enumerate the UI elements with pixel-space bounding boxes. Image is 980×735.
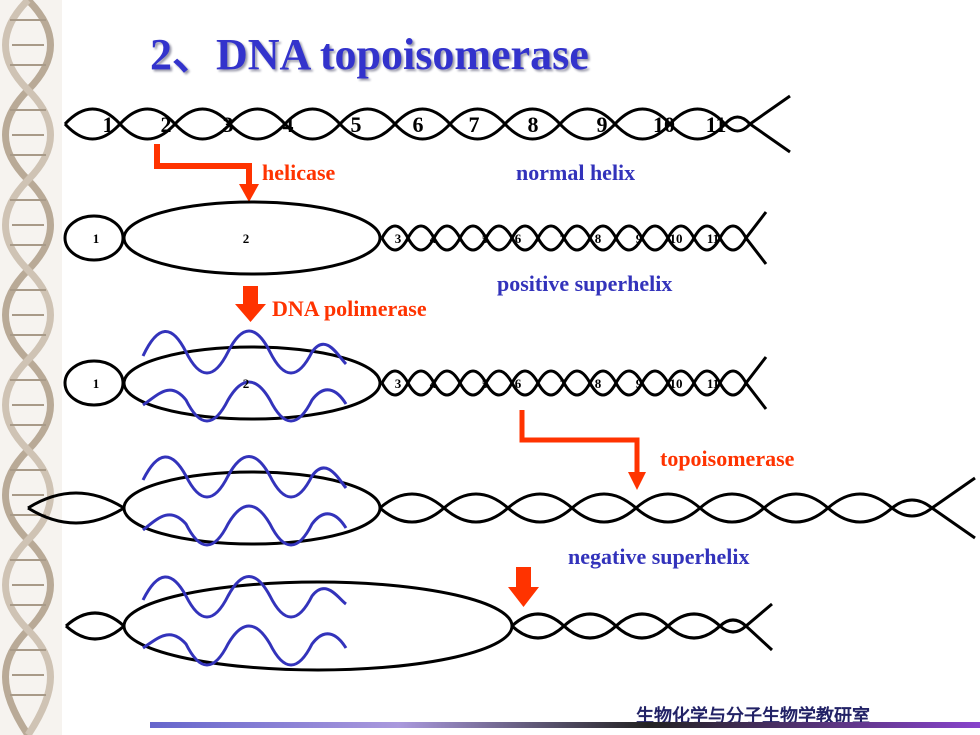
- helix-number: 3: [395, 231, 402, 246]
- helix-number: 4: [283, 112, 294, 137]
- topoisomerase-arrow: [519, 410, 646, 490]
- helicase-label: helicase: [262, 160, 336, 185]
- helix-number: 2: [161, 112, 172, 137]
- helix-number: 10: [670, 231, 683, 246]
- dna-polimerase-label: DNA polimerase: [272, 296, 427, 321]
- helix-number: 2: [243, 231, 250, 246]
- normal-helix-label: normal helix: [516, 160, 636, 185]
- positive-superhelix-row: [63, 200, 768, 276]
- helix-number: 6: [413, 112, 424, 137]
- helix-number: 3: [223, 112, 234, 137]
- helix-number: 7: [469, 112, 480, 137]
- helix-number: 5: [482, 376, 489, 391]
- helix-number: 8: [595, 376, 602, 391]
- dna-polimerase-arrow: [235, 286, 266, 322]
- negative-superhelix-row: [27, 470, 976, 546]
- replication-numbers: 1 2 3 4 5 6 7 8 9 10 11: [93, 376, 719, 391]
- helix-number: 10: [653, 112, 675, 137]
- helix-number: 4: [430, 376, 437, 391]
- helix-number: 11: [707, 231, 719, 246]
- helix-number: 7: [560, 376, 567, 391]
- helix-number: 1: [93, 231, 100, 246]
- helix-number: 2: [243, 376, 250, 391]
- helix-number: 8: [528, 112, 539, 137]
- helix-number: 10: [670, 376, 683, 391]
- negative-superhelix-label: negative superhelix: [568, 544, 750, 569]
- replication-new-strands: [141, 329, 348, 423]
- helix-number: 9: [597, 112, 608, 137]
- normal-helix-numbers: 1 2 3 4 5 6 7 8 9 10 11: [103, 112, 727, 137]
- footer-bar: [150, 722, 980, 728]
- replication-row: [63, 345, 768, 421]
- relaxed-row: [64, 580, 774, 672]
- helicase-arrow: [154, 144, 259, 202]
- topoisomerase-label: topoisomerase: [660, 446, 795, 471]
- helix-number: 6: [515, 231, 522, 246]
- helix-number: 5: [351, 112, 362, 137]
- helix-number: 4: [430, 231, 437, 246]
- helix-number: 6: [515, 376, 522, 391]
- positive-superhelix-label: positive superhelix: [497, 271, 673, 296]
- final-step-arrow: [508, 567, 539, 607]
- relaxed-new-strands: [141, 575, 348, 667]
- slide-title: 2、DNA topoisomerase: [150, 30, 589, 79]
- positive-superhelix-numbers: 1 2 3 4 5 6 7 8 9 10 11: [93, 231, 719, 246]
- helix-number: 1: [93, 376, 100, 391]
- helix-number: 11: [707, 376, 719, 391]
- helix-number: 1: [103, 112, 114, 137]
- normal-helix-row: [63, 94, 791, 154]
- footer-department: 生物化学与分子生物学教研室: [636, 706, 870, 727]
- helix-number: 9: [636, 376, 643, 391]
- helix-number: 7: [560, 231, 567, 246]
- helix-number: 3: [395, 376, 402, 391]
- helix-number: 11: [706, 112, 727, 137]
- helix-number: 8: [595, 231, 602, 246]
- helix-number: 5: [482, 231, 489, 246]
- helix-number: 9: [636, 231, 643, 246]
- negative-superhelix-new-strands: [141, 455, 348, 547]
